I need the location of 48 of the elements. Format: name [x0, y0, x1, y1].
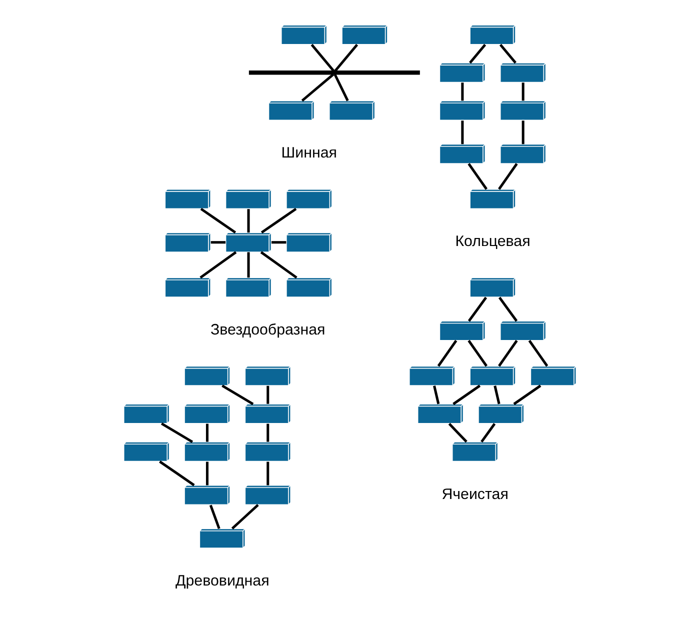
connector — [247, 252, 250, 278]
connector — [452, 384, 481, 406]
connector — [210, 241, 226, 244]
connector — [468, 340, 488, 367]
connector — [334, 44, 358, 72]
connector — [437, 340, 458, 367]
connector — [206, 462, 208, 486]
connector — [266, 424, 270, 442]
connector — [468, 296, 488, 322]
connector — [468, 163, 488, 190]
connector — [448, 422, 468, 443]
connector — [528, 340, 548, 367]
label: Ячеистая — [442, 486, 508, 503]
label: Кольцевая — [455, 233, 530, 250]
node-bar — [248, 70, 420, 75]
label: Звездообразная — [210, 322, 326, 338]
connector — [461, 120, 464, 144]
connector — [498, 340, 518, 367]
label: Древовидная — [175, 572, 270, 590]
connector — [206, 424, 208, 442]
connector — [522, 120, 524, 144]
connector — [266, 462, 270, 486]
connector — [522, 82, 524, 101]
connector — [271, 241, 286, 244]
connector — [200, 208, 236, 234]
connector — [222, 384, 254, 406]
connector — [334, 74, 349, 102]
connector — [433, 386, 440, 404]
label: Шинная — [281, 144, 338, 162]
connector — [159, 460, 195, 486]
connector — [301, 73, 334, 102]
connector — [209, 504, 220, 530]
connector — [498, 296, 518, 322]
connector — [231, 504, 259, 530]
connector — [499, 44, 517, 64]
connector — [160, 422, 194, 444]
connector — [310, 44, 335, 72]
connector — [266, 386, 270, 404]
connector — [469, 44, 486, 64]
connector — [513, 384, 542, 406]
connector — [498, 163, 518, 190]
connector — [260, 208, 297, 234]
connector — [480, 423, 496, 443]
connector — [461, 82, 464, 101]
connector — [247, 209, 250, 233]
connector — [494, 386, 500, 404]
connector — [200, 251, 237, 279]
connector — [260, 251, 298, 279]
